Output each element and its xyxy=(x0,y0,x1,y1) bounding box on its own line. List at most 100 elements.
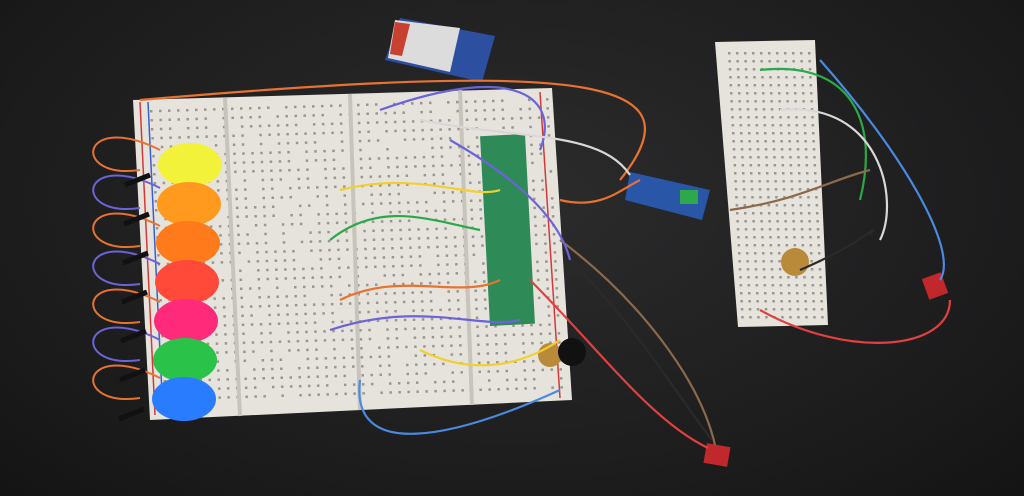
hole xyxy=(325,366,328,369)
hole xyxy=(386,148,389,151)
hole xyxy=(752,60,755,63)
hole xyxy=(425,201,428,204)
hole xyxy=(382,247,385,250)
hole xyxy=(453,218,456,221)
hole xyxy=(423,156,426,159)
hole xyxy=(303,277,306,280)
hole xyxy=(746,244,749,247)
hole xyxy=(390,220,393,223)
hole xyxy=(254,395,257,398)
hole xyxy=(398,211,401,214)
hole xyxy=(254,377,257,380)
hole xyxy=(506,370,509,373)
hole xyxy=(233,144,236,147)
hole xyxy=(760,52,763,55)
hole xyxy=(766,172,769,175)
hole xyxy=(452,200,455,203)
hole xyxy=(393,292,396,295)
hole xyxy=(310,240,313,243)
hole xyxy=(788,300,791,303)
hole xyxy=(344,384,347,387)
hole xyxy=(314,150,317,153)
hole xyxy=(763,116,766,119)
hole xyxy=(237,234,240,237)
hole xyxy=(772,292,775,295)
hole xyxy=(312,285,315,288)
hole xyxy=(393,274,396,277)
hole xyxy=(441,155,444,158)
hole xyxy=(260,323,263,326)
hole xyxy=(344,194,347,197)
hole xyxy=(260,332,263,335)
hole xyxy=(731,108,734,111)
hole xyxy=(781,148,784,151)
hole xyxy=(318,222,321,225)
hole xyxy=(385,130,388,133)
hole xyxy=(343,176,346,179)
hole xyxy=(240,288,243,291)
hole xyxy=(814,180,817,183)
hole xyxy=(804,292,807,295)
hole xyxy=(502,126,505,129)
hole xyxy=(754,260,757,263)
hole xyxy=(232,135,235,138)
hole xyxy=(359,140,362,143)
hole xyxy=(736,204,739,207)
hole xyxy=(375,112,378,115)
hole xyxy=(214,135,217,138)
hole xyxy=(216,342,219,345)
hole xyxy=(339,113,342,116)
hole xyxy=(326,375,329,378)
hole xyxy=(314,321,317,324)
hole xyxy=(151,137,154,140)
hole xyxy=(407,391,410,394)
hole xyxy=(756,140,759,143)
hole xyxy=(258,116,261,119)
hole xyxy=(763,276,766,279)
hole xyxy=(808,60,811,63)
hole xyxy=(246,233,249,236)
hole xyxy=(385,310,388,313)
hole xyxy=(324,339,327,342)
hole xyxy=(449,326,452,329)
hole xyxy=(784,212,787,215)
hole xyxy=(540,152,543,155)
hole xyxy=(789,156,792,159)
hole xyxy=(804,284,807,287)
hole xyxy=(279,160,282,163)
hole xyxy=(150,110,153,113)
hole xyxy=(455,254,458,257)
hole xyxy=(334,186,337,189)
hole xyxy=(396,166,399,169)
hole xyxy=(484,298,487,301)
hole xyxy=(407,382,410,385)
hole xyxy=(734,172,737,175)
hole xyxy=(422,138,425,141)
hole xyxy=(803,116,806,119)
hole xyxy=(752,212,755,215)
hole xyxy=(770,260,773,263)
hole xyxy=(290,385,293,388)
hole xyxy=(231,117,234,120)
hole xyxy=(425,390,428,393)
hole xyxy=(222,297,225,300)
hole xyxy=(387,346,390,349)
hole xyxy=(234,171,237,174)
hole xyxy=(240,297,243,300)
hole xyxy=(405,156,408,159)
hole xyxy=(504,343,507,346)
hole xyxy=(391,247,394,250)
hole xyxy=(450,164,453,167)
hole xyxy=(553,233,556,236)
hole xyxy=(223,306,226,309)
hole xyxy=(739,116,742,119)
hole xyxy=(758,180,761,183)
hole xyxy=(811,268,814,271)
hole xyxy=(418,237,421,240)
hole xyxy=(323,330,326,333)
hole xyxy=(441,164,444,167)
hole xyxy=(429,111,432,114)
hole xyxy=(798,164,801,167)
hole xyxy=(808,220,811,223)
hole xyxy=(758,172,761,175)
